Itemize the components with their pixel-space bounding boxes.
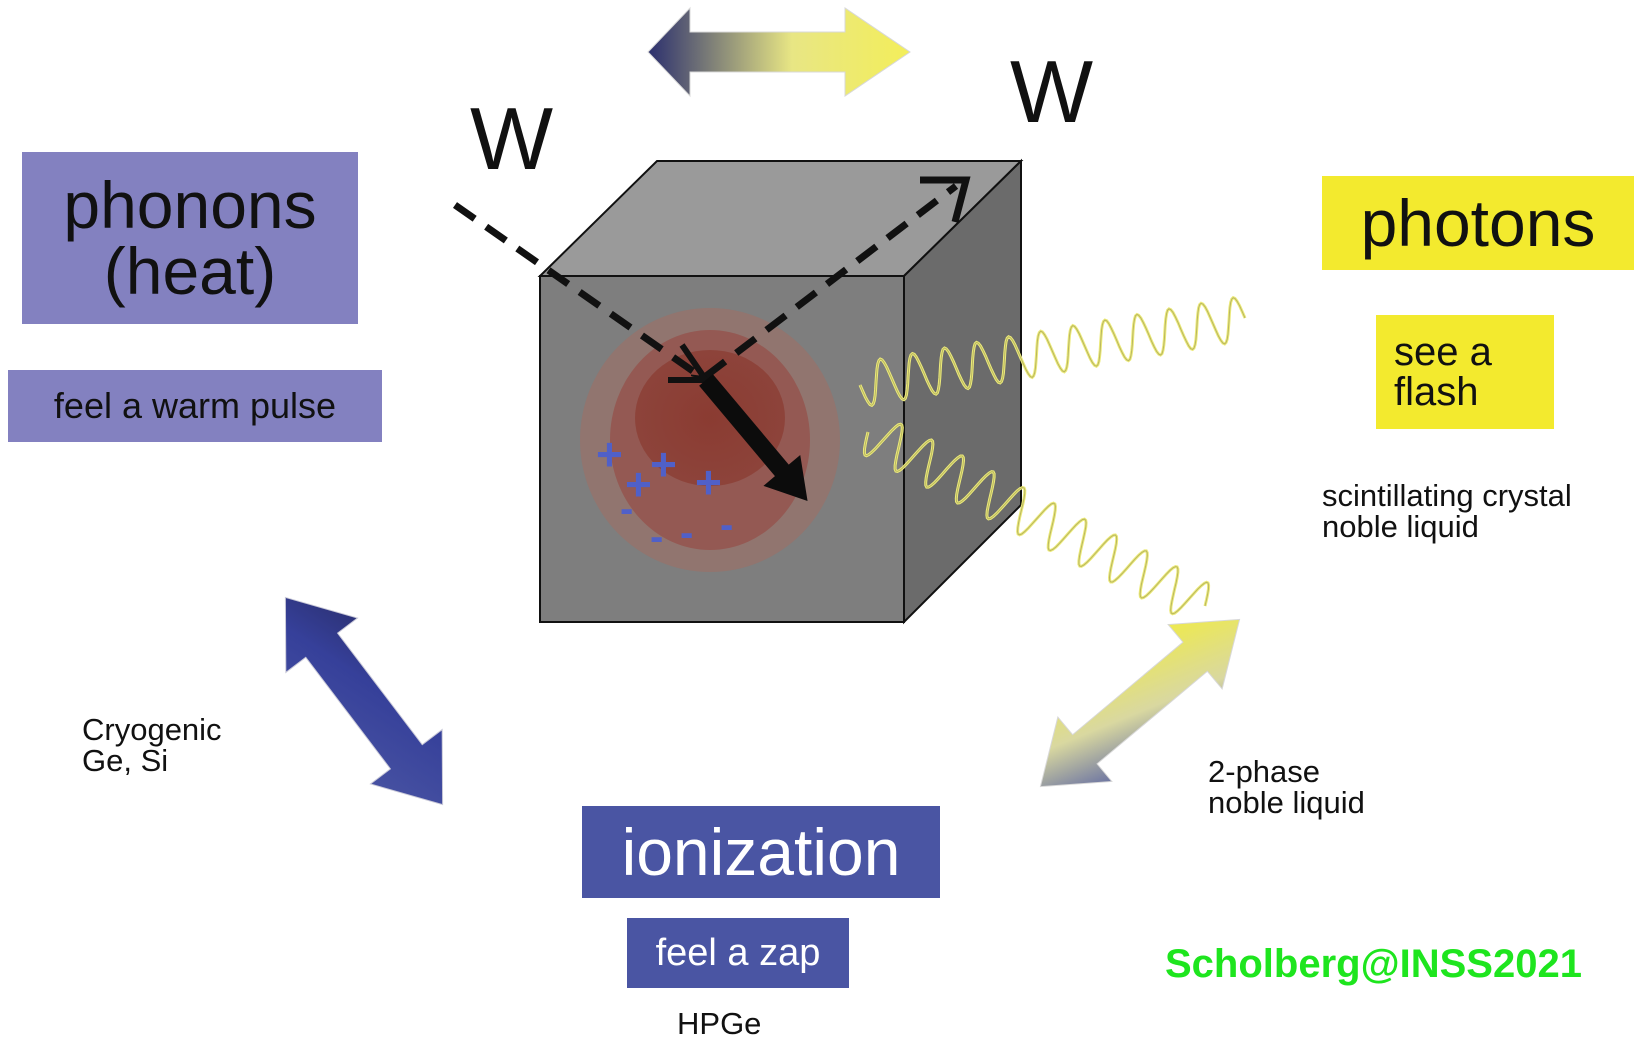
- charge-carriers: + + + + - - - -: [596, 428, 733, 559]
- outgoing-arrowhead: [920, 176, 971, 223]
- double-arrow-right: [1039, 618, 1241, 788]
- outgoing-wimp-track: [703, 183, 959, 379]
- plus-charge: +: [695, 456, 722, 508]
- phonons-box: phonons (heat): [22, 152, 358, 324]
- ionization-detector-label: HPGe: [677, 1006, 762, 1041]
- minus-charge: -: [650, 515, 663, 559]
- wimp-outgoing-label: W: [1010, 42, 1094, 141]
- photons-box: photons: [1322, 176, 1634, 270]
- credit-label: Scholberg@INSS2021: [1165, 942, 1582, 986]
- photon-wiggles: [858, 295, 1247, 616]
- double-arrow-left: [284, 596, 444, 806]
- double-arrow-top: [647, 6, 911, 98]
- cryogenic-label: Cryogenic Ge, Si: [82, 712, 222, 778]
- minus-charge: -: [680, 511, 693, 555]
- wimp-incoming-label: W: [470, 89, 554, 188]
- nuclear-recoil-arrow: [699, 374, 808, 502]
- incoming-arrowhead: [668, 343, 712, 383]
- photons-detectors-label: scintillating crystal noble liquid: [1322, 478, 1572, 544]
- ionization-subtitle-box: feel a zap: [627, 918, 849, 988]
- plus-charge: +: [596, 428, 623, 480]
- ionization-box: ionization: [582, 806, 940, 898]
- two-phase-label: 2-phase noble liquid: [1208, 754, 1365, 820]
- photons-subtitle-box: see a flash: [1376, 315, 1554, 429]
- minus-charge: -: [720, 503, 733, 547]
- phonons-subtitle-box: feel a warm pulse: [8, 370, 382, 442]
- plus-charge: +: [625, 458, 652, 510]
- incoming-wimp-track: [452, 202, 700, 379]
- plus-charge: +: [650, 438, 677, 490]
- energy-deposit-glow: [580, 308, 840, 572]
- minus-charge: -: [620, 487, 633, 531]
